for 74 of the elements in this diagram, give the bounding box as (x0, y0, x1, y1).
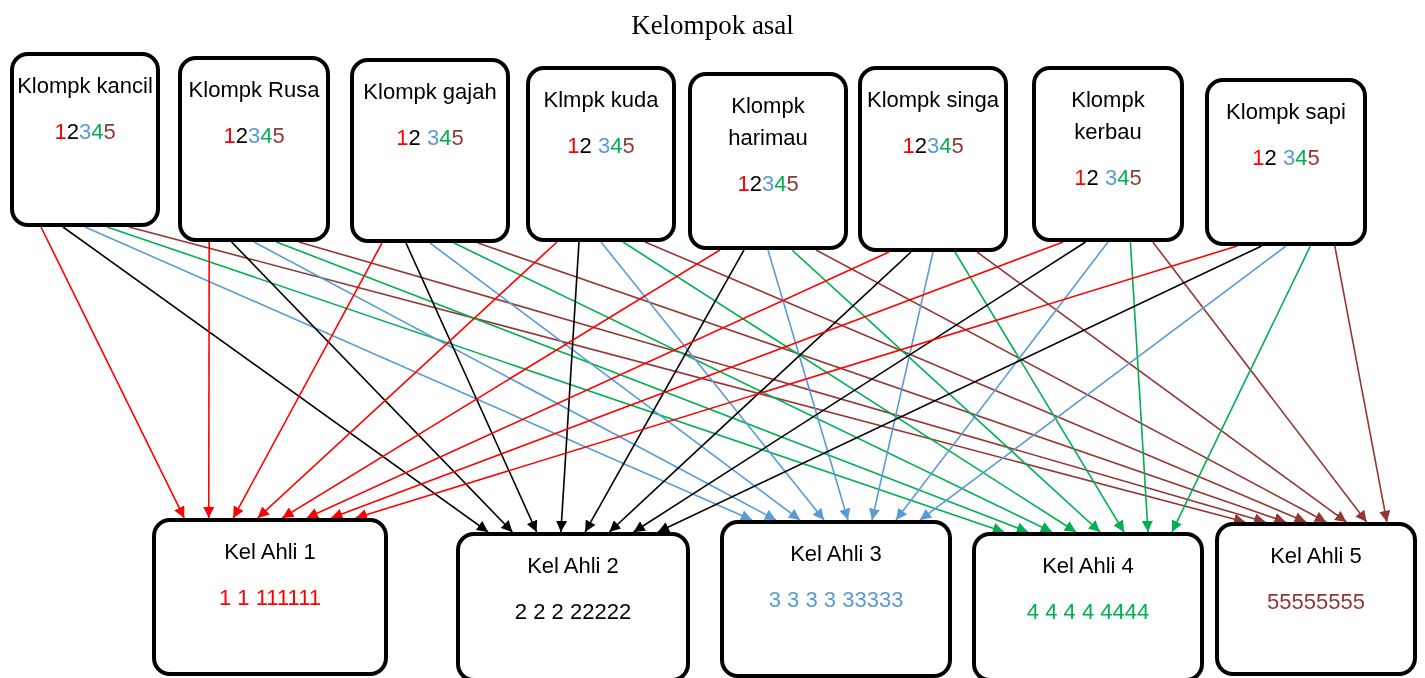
arrow (275, 241, 1029, 534)
group-name: Kel Ahli 1 (224, 538, 316, 566)
arrow (791, 249, 1101, 533)
arrow (584, 249, 745, 533)
member-numbers: 4 4 4 4 4444 (1026, 597, 1150, 626)
group-box (1215, 522, 1417, 676)
group-box (858, 66, 1008, 252)
group-name: Klompk gajah (363, 78, 497, 106)
arrow (203, 241, 215, 519)
arrow (305, 251, 890, 519)
member-numbers: 12 345 (1252, 143, 1320, 172)
group-name: Klompk singa (866, 86, 1000, 114)
member-numbers: 12345 (902, 131, 964, 160)
arrow (477, 242, 1287, 524)
group-name: Kel Ahli 5 (1270, 542, 1362, 570)
group-box (526, 66, 676, 242)
member-numbers: 12345 (223, 121, 285, 150)
group-name: Kel Ahli 4 (1042, 552, 1134, 580)
arrow (1152, 241, 1368, 523)
group-name: Klompk kerbau (1070, 86, 1146, 146)
group-box (178, 56, 330, 242)
member-numbers: 12 345 (396, 123, 464, 152)
arrow (405, 242, 538, 533)
group-name: Klompk Rusa (188, 76, 320, 104)
member-numbers: 55555555 (1267, 587, 1365, 616)
arrow (253, 241, 777, 521)
arrow (330, 241, 1064, 520)
group-box (688, 72, 848, 250)
group-box (1032, 66, 1184, 242)
member-numbers: 12345 (54, 117, 116, 146)
group-name: Klompk sapi (1226, 98, 1346, 126)
arrow (954, 251, 1125, 533)
group-name: Klompk kancil (17, 72, 153, 100)
group-box (152, 518, 388, 676)
group-box (1205, 78, 1367, 246)
arrow (600, 241, 825, 521)
group-name: Kel Ahli 2 (527, 552, 619, 580)
arrow (1171, 245, 1312, 533)
diagram-title: Kelompok asal (631, 10, 794, 41)
group-box (720, 520, 952, 678)
group-name: Klompk harimau (727, 92, 809, 152)
arrow (1334, 245, 1391, 523)
arrow (976, 251, 1348, 523)
arrow (869, 251, 934, 521)
group-box (350, 58, 510, 243)
arrow (919, 245, 1287, 521)
member-numbers: 2 2 2 22222 (514, 597, 632, 626)
arrow (453, 242, 1053, 533)
group-box (10, 52, 160, 227)
group-box (456, 532, 690, 678)
member-numbers: 12345 (737, 169, 799, 198)
arrow (429, 242, 801, 521)
member-numbers: 1 1 111111 (218, 583, 321, 612)
arrow (106, 226, 1005, 534)
arrow (895, 241, 1109, 521)
arrow (84, 226, 753, 521)
arrow (230, 241, 514, 533)
arrow (608, 251, 912, 533)
arrow (128, 226, 1246, 525)
group-name: Kel Ahli 3 (790, 540, 882, 568)
group-box (972, 532, 1204, 678)
arrow (556, 241, 580, 533)
arrow (1129, 241, 1153, 533)
arrow (815, 249, 1327, 523)
member-numbers: 3 3 3 3 33333 (768, 585, 904, 614)
member-numbers: 12 345 (567, 131, 635, 160)
arrow (281, 249, 721, 519)
arrow (256, 241, 558, 519)
member-numbers: 12 345 (1074, 163, 1142, 192)
arrow (767, 249, 851, 521)
arrow (40, 226, 186, 519)
arrow (232, 242, 383, 519)
arrow (62, 226, 489, 533)
group-name: Klmpk kuda (543, 86, 659, 114)
